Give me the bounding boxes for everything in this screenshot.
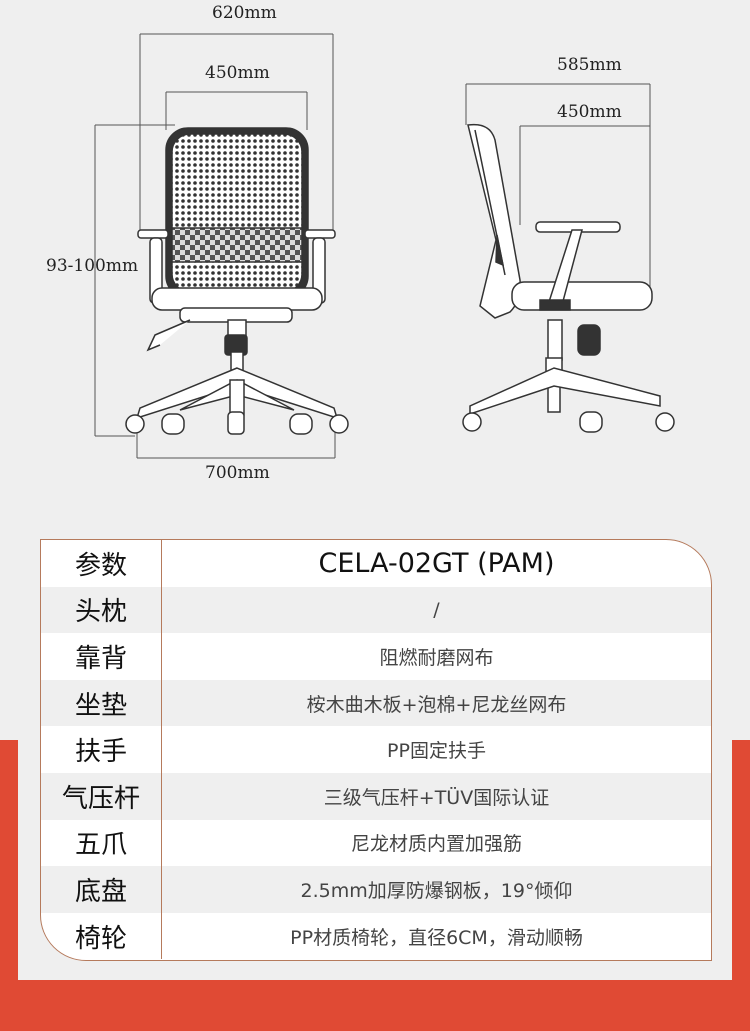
chair-dimension-drawing xyxy=(94,33,675,459)
table-row: 头枕 / xyxy=(41,586,711,634)
spec-table-header: 参数 CELA-02GT (PAM) xyxy=(41,540,711,587)
table-row: 扶手 PP固定扶手 xyxy=(41,726,711,773)
height-range-label: 93-100mm xyxy=(46,256,139,276)
spec-table-card: 参数 CELA-02GT (PAM) 头枕 / 靠背 阻燃耐磨网布 坐垫 桉木曲… xyxy=(40,539,712,961)
table-row: 靠背 阻燃耐磨网布 xyxy=(41,633,711,680)
row-value: 阻燃耐磨网布 xyxy=(379,646,494,669)
table-row: 底盘 2.5mm加厚防爆钢板，19°倾仰 xyxy=(41,866,711,913)
table-row: 坐垫 桉木曲木板+泡棉+尼龙丝网布 xyxy=(41,679,711,727)
header-param-cell: 参数 xyxy=(41,540,162,587)
front-dimension-lines xyxy=(94,33,336,459)
row-value: PP固定扶手 xyxy=(387,740,486,763)
row-value: PP材质椅轮，直径6CM，滑动顺畅 xyxy=(290,926,583,949)
header-model-cell: CELA-02GT (PAM) xyxy=(318,547,555,579)
row-param: 坐垫 xyxy=(41,679,162,727)
side-seat-depth-label: 450mm xyxy=(557,102,622,122)
table-row: 五爪 尼龙材质内置加强筋 xyxy=(41,819,711,867)
row-param: 头枕 xyxy=(41,586,162,634)
front-overall-width-label: 620mm xyxy=(212,3,277,23)
row-param: 底盘 xyxy=(41,866,162,913)
spec-table: 参数 CELA-02GT (PAM) 头枕 / 靠背 阻燃耐磨网布 坐垫 桉木曲… xyxy=(41,540,711,960)
side-overall-depth-label: 585mm xyxy=(557,55,622,75)
side-view-chair xyxy=(462,123,675,433)
row-value: 三级气压杆+TÜV国际认证 xyxy=(161,772,711,820)
row-param: 五爪 xyxy=(41,819,162,867)
table-row: 气压杆 三级气压杆+TÜV国际认证 xyxy=(41,772,711,820)
table-row: 椅轮 PP材质椅轮，直径6CM，滑动顺畅 xyxy=(41,912,711,960)
row-value: 2.5mm加厚防爆钢板，19°倾仰 xyxy=(161,866,711,913)
row-param: 扶手 xyxy=(41,726,162,773)
row-value: / xyxy=(161,586,711,634)
row-param: 靠背 xyxy=(41,633,162,680)
row-value: 桉木曲木板+泡棉+尼龙丝网布 xyxy=(161,679,711,727)
front-seat-width-label: 450mm xyxy=(205,63,270,83)
row-param: 椅轮 xyxy=(41,912,162,960)
front-view-chair xyxy=(125,127,349,435)
row-value: 尼龙材质内置加强筋 xyxy=(350,833,522,856)
base-diameter-label: 700mm xyxy=(205,463,270,483)
row-param: 气压杆 xyxy=(41,772,162,820)
side-dimension-lines xyxy=(465,83,651,300)
